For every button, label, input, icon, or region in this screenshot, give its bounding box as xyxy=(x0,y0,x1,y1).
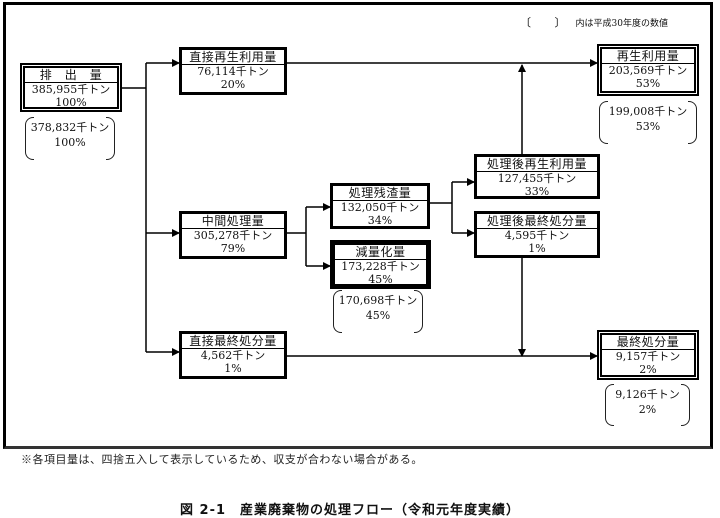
node-title: 処理残渣量 xyxy=(333,186,427,201)
legend-text: 内は平成30年度の数値 xyxy=(575,19,668,29)
node-percentage: 53% xyxy=(635,77,661,90)
node-title: 再生利用量 xyxy=(602,49,694,64)
right-paren xyxy=(106,117,115,160)
prev-year-emission: 378,832千トン 100% xyxy=(25,117,115,160)
prev-quantity: 9,126千トン xyxy=(615,388,680,401)
legend: 〔 〕内は平成30年度の数値 xyxy=(520,17,668,30)
prev-percentage: 45% xyxy=(365,309,391,322)
node-quantity: 385,955千トン xyxy=(31,83,111,96)
node-percentage: 79% xyxy=(220,242,246,255)
node-title: 処理後再生利用量 xyxy=(477,157,597,172)
prev-year-reduction: 170,698千トン 45% xyxy=(333,290,423,333)
left-paren xyxy=(605,384,614,426)
node-title: 排 出 量 xyxy=(25,68,117,83)
node-title: 減量化量 xyxy=(335,245,426,260)
node-quantity: 305,278千トン xyxy=(193,229,273,242)
node-percentage: 45% xyxy=(368,273,393,286)
figure-caption: 図 2-1 産業廃棄物の処理フロー（令和元年度実績） xyxy=(180,503,521,518)
node-percentage: 1% xyxy=(224,362,242,375)
node-recycle-total: 再生利用量 203,569千トン 53% xyxy=(597,44,699,96)
node-quantity: 203,569千トン xyxy=(608,64,688,77)
node-intermediate: 中間処理量 305,278千トン 79% xyxy=(179,211,287,259)
node-post-recycle: 処理後再生利用量 127,455千トン 33% xyxy=(474,154,600,199)
node-quantity: 4,562千トン xyxy=(200,349,266,362)
node-quantity: 127,455千トン xyxy=(497,172,577,185)
node-title: 最終処分量 xyxy=(602,335,694,350)
left-paren xyxy=(25,117,34,160)
node-direct-recycle: 直接再生利用量 76,114千トン 20% xyxy=(179,47,287,95)
prev-quantity: 170,698千トン xyxy=(338,294,418,307)
rounding-note: ※各項目量は、四捨五入して表示しているため、収支が合わない場合がある。 xyxy=(21,453,423,466)
node-quantity: 4,595千トン xyxy=(504,229,570,242)
left-paren xyxy=(333,290,342,333)
node-quantity: 173,228千トン xyxy=(341,260,420,273)
node-title: 直接最終処分量 xyxy=(182,334,284,349)
left-paren xyxy=(599,101,608,144)
node-percentage: 1% xyxy=(528,242,546,255)
prev-year-final-total: 9,126千トン 2% xyxy=(605,384,690,426)
prev-quantity: 378,832千トン xyxy=(30,121,110,134)
node-quantity: 76,114千トン xyxy=(197,65,269,78)
right-paren xyxy=(681,384,690,426)
node-title: 処理後最終処分量 xyxy=(477,214,597,229)
node-percentage: 34% xyxy=(367,214,393,227)
diagram-frame xyxy=(3,2,713,449)
node-post-final: 処理後最終処分量 4,595千トン 1% xyxy=(474,211,600,258)
node-quantity: 9,157千トン xyxy=(615,350,681,363)
node-residue: 処理残渣量 132,050千トン 34% xyxy=(330,183,430,229)
node-reduction: 減量化量 173,228千トン 45% xyxy=(330,240,431,289)
node-quantity: 132,050千トン xyxy=(340,201,420,214)
node-final-total: 最終処分量 9,157千トン 2% xyxy=(597,330,699,380)
node-percentage: 2% xyxy=(639,363,657,376)
prev-year-recycle-total: 199,008千トン 53% xyxy=(599,101,697,144)
node-title: 直接再生利用量 xyxy=(182,50,284,65)
prev-percentage: 2% xyxy=(638,403,657,416)
node-percentage: 33% xyxy=(524,185,550,198)
prev-percentage: 53% xyxy=(635,120,661,133)
node-emission: 排 出 量 385,955千トン 100% xyxy=(20,63,122,112)
right-paren xyxy=(414,290,423,333)
prev-quantity: 199,008千トン xyxy=(608,105,688,118)
node-percentage: 100% xyxy=(55,96,87,109)
prev-percentage: 100% xyxy=(54,136,86,149)
legend-bracket: 〔 〕 xyxy=(520,16,576,29)
right-paren xyxy=(688,101,697,144)
node-title: 中間処理量 xyxy=(182,214,284,229)
node-percentage: 20% xyxy=(220,78,246,91)
node-direct-final: 直接最終処分量 4,562千トン 1% xyxy=(179,331,287,379)
